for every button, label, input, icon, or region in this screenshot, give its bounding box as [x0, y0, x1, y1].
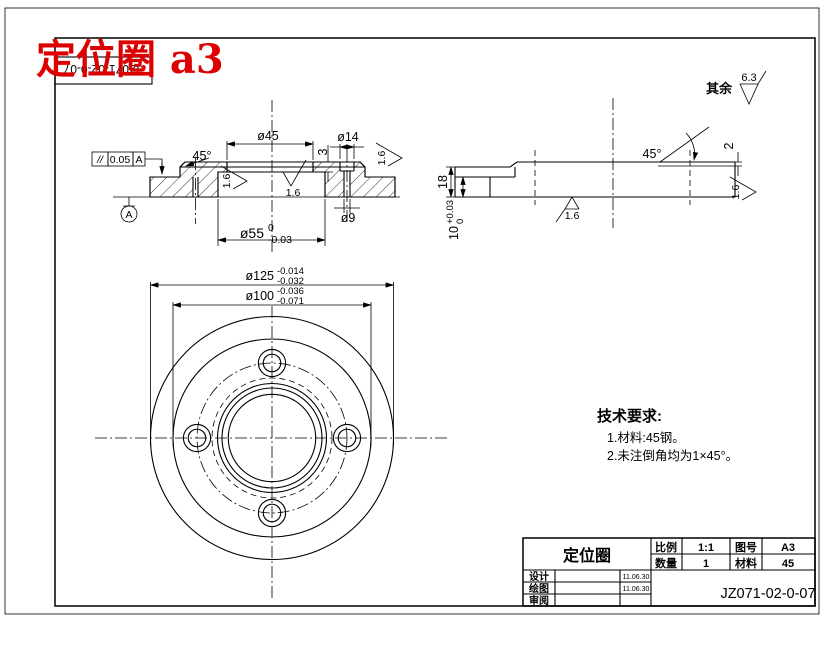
section-view-right: 18 10 +0.03 0 45° 2 1.6 1.6 [436, 98, 757, 240]
ext-dia14 [330, 144, 364, 159]
h18-text: 18 [436, 175, 450, 189]
tech-title: 技术要求: [597, 407, 662, 425]
roughness-bottom: 1.6 [555, 196, 580, 223]
c2-text: 2 [722, 142, 736, 149]
gdt-symbol: // [96, 154, 104, 166]
corner-stamp-code: JZ071-02-0-07 [63, 62, 142, 76]
d125-text: ø125 [246, 269, 275, 283]
roughness-bore-mid: 1.6 [282, 159, 307, 199]
surface-note-value: 6.3 [741, 72, 756, 84]
angle45-text: 45° [643, 147, 662, 161]
h10-tol-low: 0 [455, 219, 466, 224]
tb-drawing-code: JZ071-02-0-07 [720, 586, 815, 602]
tb-no-label: 图号 [735, 541, 757, 554]
tb-draw-date: 11.06.30 [623, 586, 650, 593]
d100-text: ø100 [246, 289, 275, 303]
tb-mat-label: 材料 [735, 556, 757, 570]
tb-qty-value: 1 [703, 558, 709, 570]
gdt-datum-ref: A [135, 154, 142, 166]
ext-dim3 [313, 145, 333, 182]
gdt-frame: // 0.05 A [91, 151, 165, 175]
tb-review-label: 审阅 [529, 594, 549, 607]
roughness-right-edge: 1.6 [729, 176, 757, 201]
dia45-text: ø45 [257, 129, 279, 143]
rough3-text: 1.6 [376, 151, 388, 166]
h10-tol-up: +0.03 [445, 200, 456, 224]
rough2-text: 1.6 [286, 187, 301, 199]
ext-d125 [150, 282, 394, 446]
bolt-hole-slot-right [344, 171, 350, 197]
rough-rb2: 1.6 [730, 185, 742, 200]
surface-roughness-note: 其余 6.3 [706, 70, 767, 105]
tech-item-1: 1.材料:45钢。 [607, 431, 685, 445]
ext-dia9 [334, 199, 360, 213]
sheet-border [4, 7, 820, 615]
tb-mat-value: 45 [782, 558, 794, 570]
corner-stamp: JZ071-02-0-07 [54, 56, 153, 85]
part-outline-right [454, 161, 736, 198]
tb-no-value: A3 [781, 542, 795, 554]
gdt-leader [145, 158, 163, 168]
d125-tol-up: -0.014 [277, 266, 304, 277]
tb-draw-label: 绘图 [529, 582, 549, 595]
d100-tol-up: -0.036 [277, 286, 304, 297]
gdt-tolerance: 0.05 [110, 154, 131, 166]
front-view: ø125 -0.014 -0.032 ø100 -0.036 -0.071 [95, 266, 450, 600]
title-block: 定位圈 比例 1:1 图号 A3 数量 1 材料 45 设计 11.06.30 … [522, 537, 816, 607]
rough1-text: 1.6 [221, 174, 233, 189]
roughness-rim-right: 1.6 [375, 142, 403, 167]
chamfer45-text: 45° [193, 149, 212, 163]
dia55-text: ø55 [240, 225, 264, 241]
tb-part-name: 定位圈 [562, 546, 611, 565]
tb-design-date: 11.06.30 [623, 574, 650, 581]
rough-rb1: 1.6 [565, 210, 580, 222]
roughness-bore-left: 1.6 [220, 165, 248, 190]
tb-design-label: 设计 [529, 570, 549, 583]
ext-d100 [172, 302, 372, 446]
tech-item-2: 2.未注倒角均为1×45°。 [607, 448, 738, 463]
ext-c2 [712, 152, 742, 176]
dia9-text: ø9 [341, 211, 356, 225]
h10-dim-text: 10 +0.03 0 [445, 200, 466, 240]
chamfer-detail: 45° [643, 126, 712, 167]
dia14-text: ø14 [337, 130, 359, 144]
roughness-symbol-icon [739, 70, 767, 105]
section-view-left: ø45 ø14 3 45° 1.6 1.6 1.6 ø9 [91, 100, 403, 252]
dim3-text: 3 [316, 148, 330, 155]
d125-tol-low: -0.032 [277, 276, 304, 287]
red-overlay-title: 定位圈 a3 [36, 36, 224, 83]
d100-tol-low: -0.071 [277, 296, 304, 307]
datum-a: A [120, 197, 138, 223]
h10-text: 10 [447, 226, 461, 240]
tb-scale-label: 比例 [655, 540, 677, 554]
dia55-tol-up: 0 [268, 222, 274, 234]
datum-a-label: A [125, 209, 132, 221]
chamfer-leader [185, 157, 210, 167]
dia55-tol-low: -0.03 [268, 234, 292, 246]
tb-qty-label: 数量 [655, 556, 677, 570]
surface-note-label: 其余 [706, 81, 733, 96]
tb-scale-value: 1:1 [698, 542, 714, 554]
technical-requirements: 技术要求: 1.材料:45钢。 2.未注倒角均为1×45°。 [597, 407, 738, 463]
